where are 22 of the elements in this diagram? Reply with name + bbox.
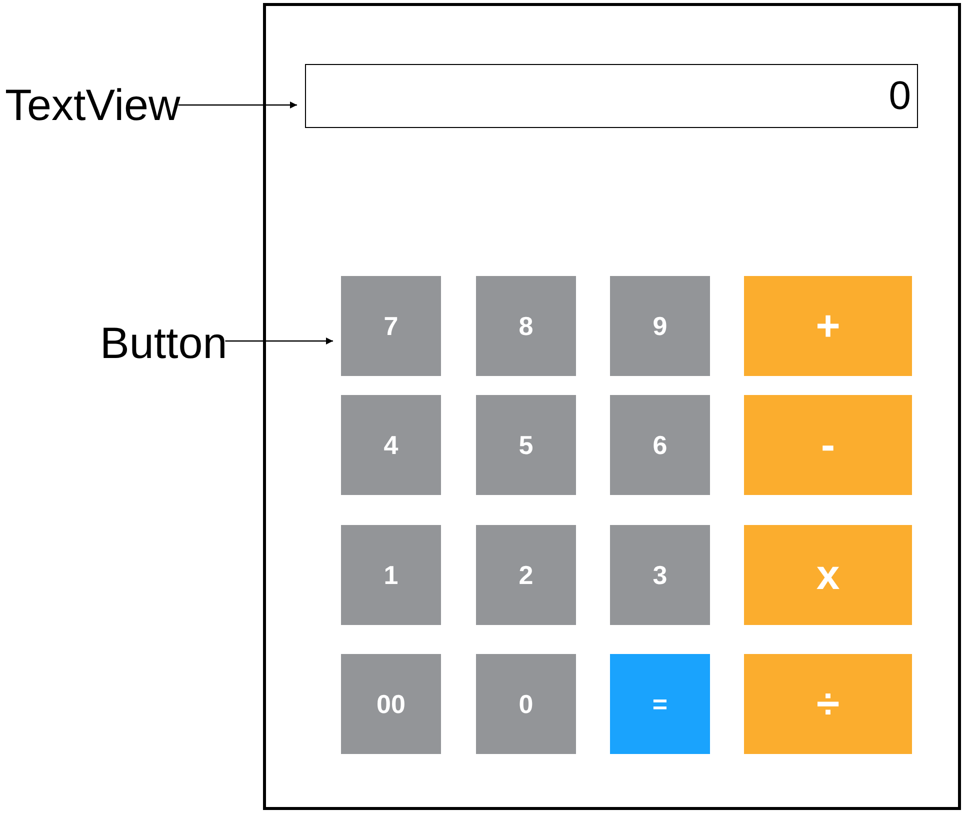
text-view-display: 0 (305, 64, 918, 128)
component-label: Button (100, 322, 228, 366)
phone-screen-frame (263, 3, 961, 810)
calculator-key: 3 (610, 525, 710, 625)
calculator-key: ÷ (744, 654, 912, 754)
calculator-key: 0 (476, 654, 576, 754)
calculator-key: 6 (610, 395, 710, 495)
calculator-key: 7 (341, 276, 441, 376)
component-label: TextView (5, 84, 180, 128)
calculator-key: 5 (476, 395, 576, 495)
calculator-key: 00 (341, 654, 441, 754)
calculator-key: x (744, 525, 912, 625)
calculator-key: 2 (476, 525, 576, 625)
calculator-key: 9 (610, 276, 710, 376)
calculator-key: 8 (476, 276, 576, 376)
calculator-key: 1 (341, 525, 441, 625)
pointer-arrow (225, 338, 333, 344)
calculator-key: 4 (341, 395, 441, 495)
calculator-key: = (610, 654, 710, 754)
calculator-key: + (744, 276, 912, 376)
pointer-arrow (178, 102, 297, 108)
calculator-key: - (744, 395, 912, 495)
